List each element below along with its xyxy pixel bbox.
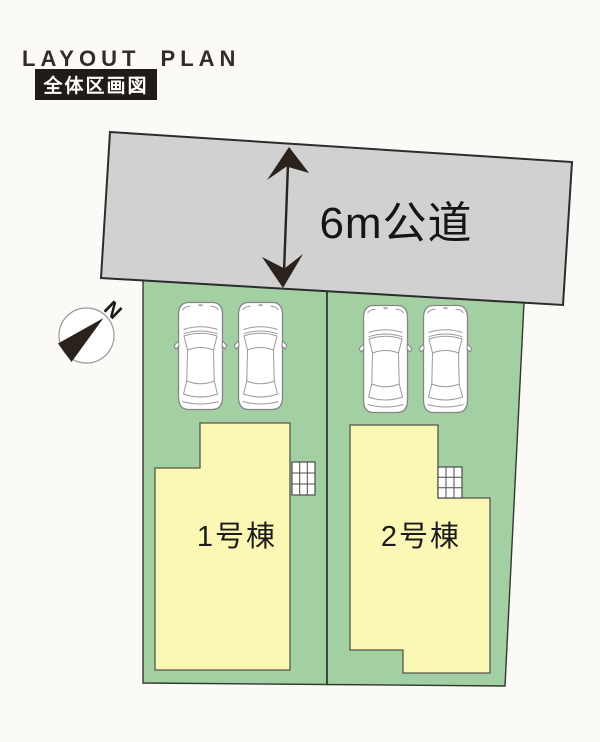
entrance-tile-grid-2: [437, 466, 463, 499]
building-1-footprint: [154, 422, 291, 671]
entrance-tile-grid-1: [291, 461, 316, 496]
car-icon: [233, 301, 288, 411]
road-label: 6m公道: [319, 199, 472, 248]
car-icon: [173, 301, 228, 411]
plan-type-badge: 全体区画図: [35, 69, 157, 100]
compass: N: [58, 297, 126, 364]
building-2-footprint: [349, 424, 491, 674]
page-title: LAYOUT PLAN: [22, 45, 241, 71]
building-2-label: 2号棟: [381, 520, 461, 553]
compass-needle-icon: [58, 318, 104, 362]
building-1-label: 1号棟: [197, 520, 277, 553]
road-shape: [99, 130, 574, 307]
car-icon: [358, 304, 413, 414]
road-width-arrow-icon: [262, 147, 309, 288]
car-icon: [418, 304, 473, 414]
